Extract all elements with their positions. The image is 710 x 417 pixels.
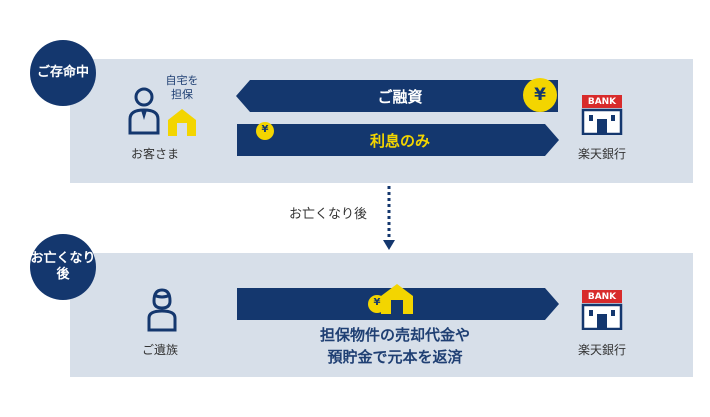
customer-label: お客さま bbox=[130, 147, 179, 161]
repay-yen-symbol: ¥ bbox=[373, 297, 381, 308]
collateral-label: 自宅を 担保 bbox=[165, 74, 199, 101]
after-death-badge: お亡くなり 後 bbox=[30, 234, 96, 300]
family-label: ご遺族 bbox=[141, 343, 178, 357]
repay-house-icon bbox=[381, 284, 413, 314]
loan-arrow bbox=[236, 80, 558, 112]
bank-icon bbox=[581, 95, 623, 135]
interest-arrow-text: 利息のみ bbox=[369, 132, 430, 150]
repayment-description: 担保物件の売却代金や 預貯金で元本を返済 bbox=[319, 326, 470, 366]
bank-sign-text: BANK bbox=[587, 97, 617, 107]
customer-person-icon bbox=[128, 87, 160, 135]
bank-icon-bottom bbox=[581, 290, 623, 330]
lifetime-badge: ご存命中 bbox=[30, 40, 96, 106]
bank-label-bottom: 楽天銀行 bbox=[577, 343, 626, 357]
interest-arrow bbox=[237, 124, 559, 156]
interest-yen-coin-icon bbox=[256, 122, 274, 140]
bank-label: 楽天銀行 bbox=[577, 147, 626, 161]
transition-dotted-arrow bbox=[383, 186, 395, 250]
repay-yen-coin-icon bbox=[368, 295, 386, 313]
interest-yen-symbol: ¥ bbox=[261, 124, 269, 135]
transition-label: お亡くなり後 bbox=[288, 207, 367, 222]
family-person-icon bbox=[147, 288, 177, 332]
loan-yen-coin-icon bbox=[523, 78, 557, 112]
loan-arrow-text: ご融資 bbox=[377, 88, 423, 106]
bank-sign-text-bottom: BANK bbox=[587, 292, 617, 302]
loan-yen-symbol: ¥ bbox=[534, 85, 546, 105]
house-icon bbox=[168, 109, 196, 136]
